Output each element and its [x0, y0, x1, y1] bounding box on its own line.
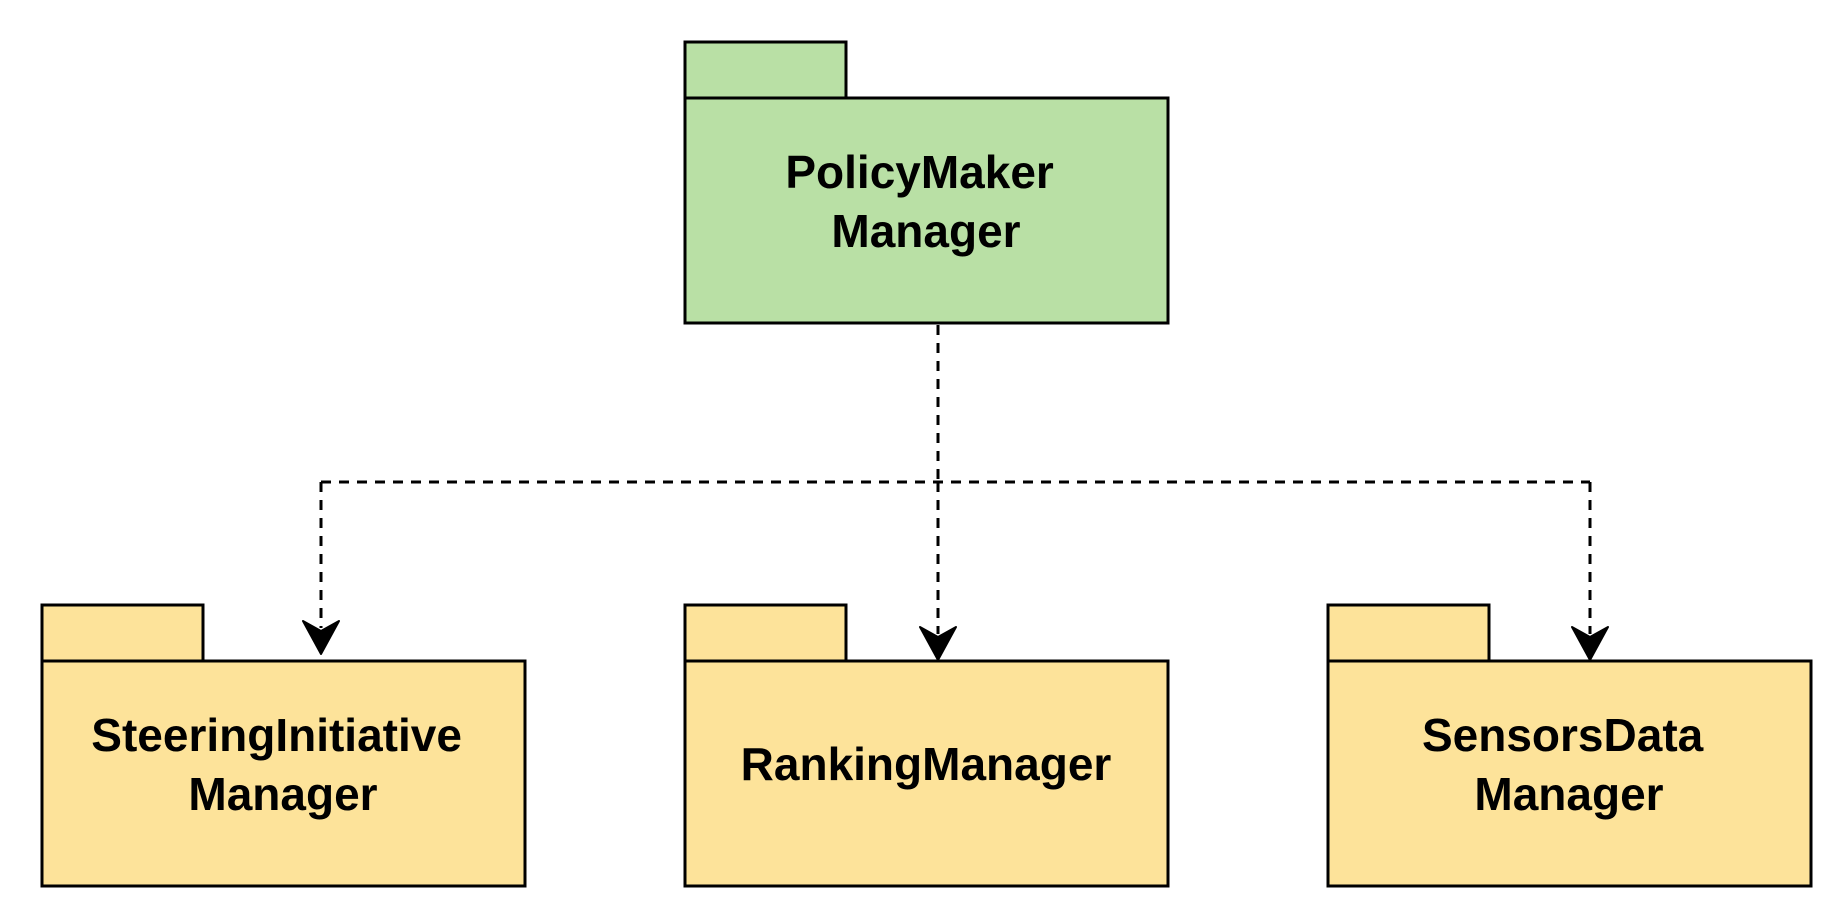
package-body [683, 96, 1170, 325]
package-body [683, 659, 1170, 888]
package-ranking-manager[interactable]: RankingManager [683, 603, 1170, 888]
package-body [1326, 659, 1813, 888]
package-label: SteeringInitiative Manager [91, 709, 474, 820]
package-sensorsdata-manager[interactable]: SensorsData Manager [1326, 603, 1813, 888]
package-label-line1: PolicyMaker [785, 146, 1054, 198]
package-label-line1: SteeringInitiative [91, 709, 462, 761]
package-policymaker-manager[interactable]: PolicyMaker Manager [683, 40, 1170, 325]
package-tab [1326, 603, 1491, 663]
package-body [40, 659, 527, 888]
package-label-line2: Manager [1474, 768, 1663, 820]
package-label: RankingManager [741, 738, 1112, 790]
arrowhead-sensors [1571, 626, 1609, 661]
package-tab [40, 603, 205, 663]
arrowhead-steering [302, 620, 340, 655]
package-label: PolicyMaker Manager [785, 146, 1066, 257]
package-tab [683, 40, 848, 100]
arrowhead-ranking [919, 626, 957, 661]
package-label-line2: Manager [188, 768, 377, 820]
arrowheads [302, 620, 1609, 661]
package-label: SensorsData Manager [1422, 709, 1716, 820]
package-tab [683, 603, 848, 663]
package-label-line2: Manager [831, 205, 1020, 257]
package-label-line1: SensorsData [1422, 709, 1704, 761]
package-steering-initiative-manager[interactable]: SteeringInitiative Manager [40, 603, 527, 888]
dependency-connectors [319, 325, 1592, 634]
